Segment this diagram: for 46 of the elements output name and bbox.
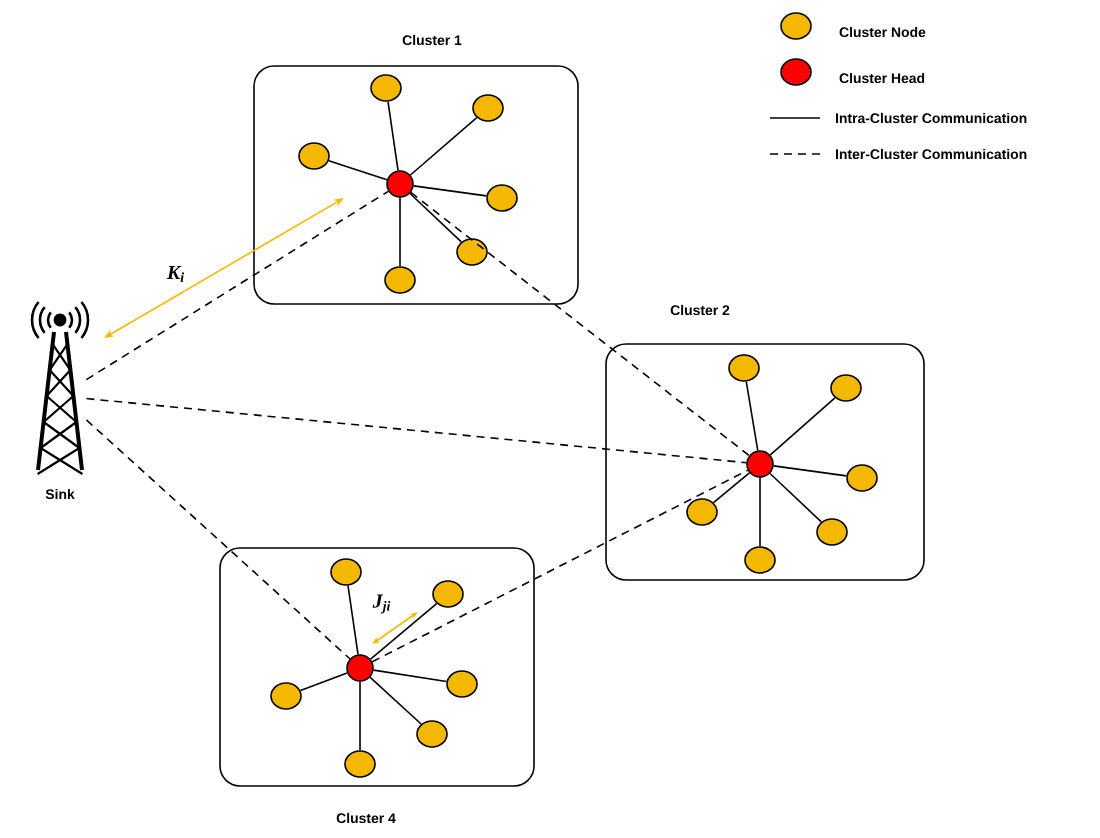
link-line — [712, 472, 751, 504]
dashed-link — [85, 397, 748, 464]
link-line — [409, 116, 478, 176]
link-line — [769, 472, 823, 523]
cluster-node — [686, 498, 718, 526]
link-line — [372, 669, 448, 683]
link-line — [359, 681, 361, 751]
cluster-head — [346, 654, 374, 682]
cluster-node — [472, 94, 504, 122]
link-line — [387, 100, 399, 172]
cluster-node — [446, 670, 478, 698]
link-line — [412, 185, 488, 197]
link-line — [769, 397, 836, 456]
cluster-node — [270, 682, 302, 710]
cluster-node — [330, 558, 362, 586]
link-line — [299, 672, 348, 692]
cluster-node — [344, 750, 376, 778]
dashed-link — [85, 419, 351, 660]
dashed-link — [410, 191, 750, 457]
link-line — [328, 160, 388, 181]
dashed-link — [371, 469, 749, 663]
cluster-head — [746, 450, 774, 478]
link-line — [369, 602, 438, 660]
cluster-node — [744, 546, 776, 574]
cluster-node — [816, 518, 848, 546]
math-label: J$_{ji}$ — [372, 594, 391, 614]
link-line — [772, 465, 848, 477]
link-line — [759, 477, 761, 547]
link-line — [399, 197, 401, 267]
cluster-node — [728, 354, 760, 382]
link-line — [409, 192, 463, 243]
cluster-node — [384, 266, 416, 294]
link-line — [369, 676, 422, 725]
cluster-node — [416, 720, 448, 748]
math-label: K$_{i}$ — [166, 266, 185, 283]
cluster-node — [370, 74, 402, 102]
link-line — [347, 584, 359, 656]
link-line — [745, 380, 759, 452]
cluster-node — [432, 580, 464, 608]
cluster-node — [846, 464, 878, 492]
cluster-node — [298, 142, 330, 170]
cluster-node — [486, 184, 518, 212]
dashed-link — [85, 190, 390, 381]
cluster-node — [830, 374, 862, 402]
cluster-head — [386, 170, 414, 198]
cluster-node — [456, 238, 488, 266]
